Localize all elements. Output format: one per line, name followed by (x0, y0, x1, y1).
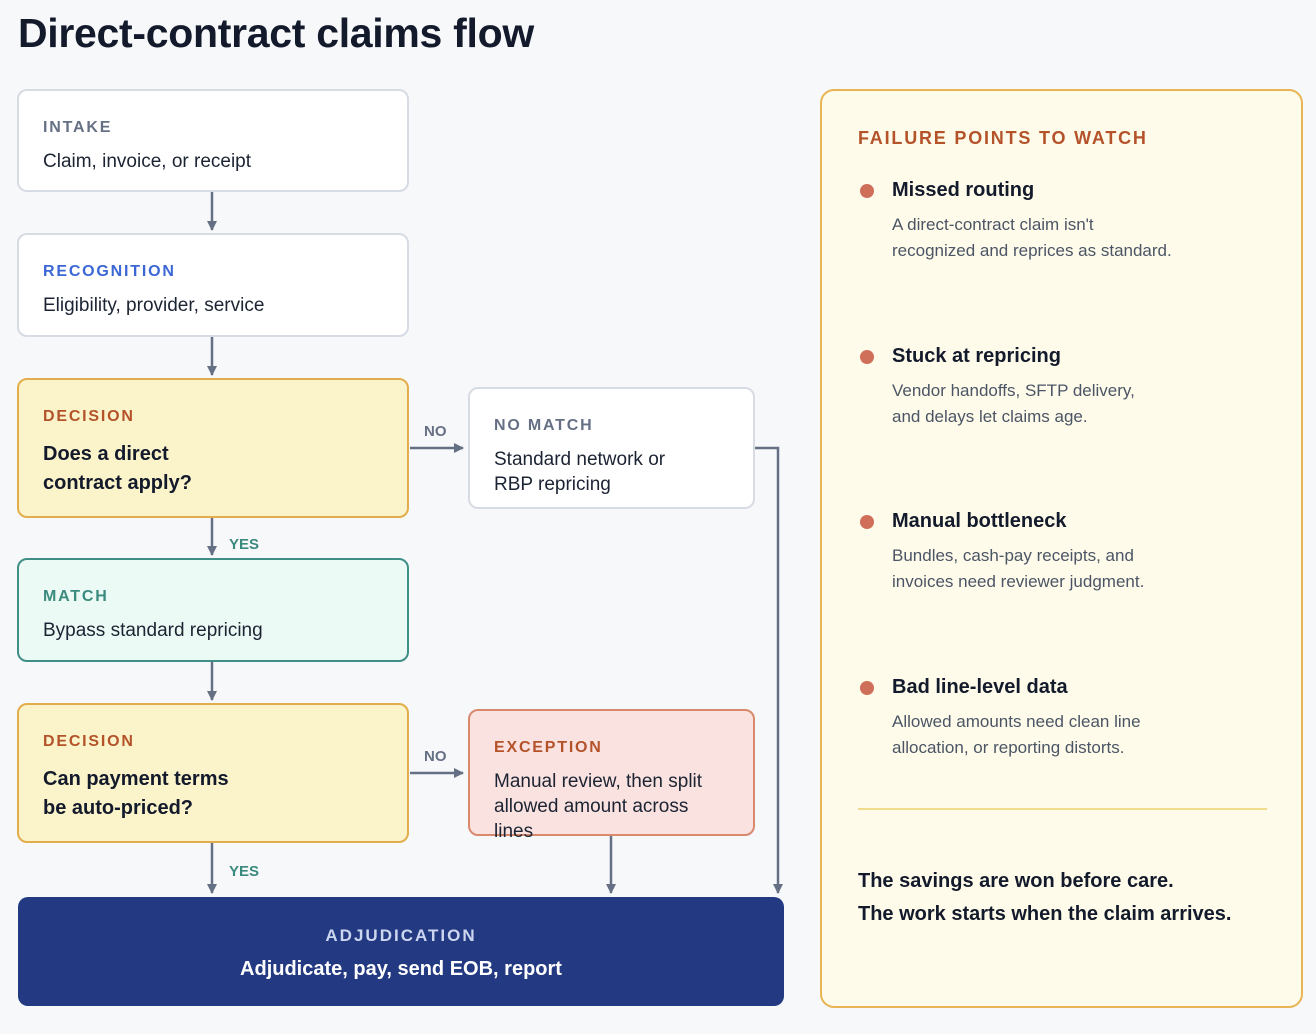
page-title: Direct-contract claims flow (18, 10, 534, 56)
failure-points-panel: FAILURE POINTS TO WATCH Missed routing A… (820, 89, 1303, 1008)
panel-heading: FAILURE POINTS TO WATCH (858, 128, 1148, 148)
decision-question: Can payment terms be auto-priced? (43, 768, 229, 819)
failure-point-desc: Bundles, cash-pay receipts, and invoices… (892, 546, 1145, 591)
arrow-nomatch-adjudication (755, 446, 783, 894)
adjudication-box: ADJUDICATION Adjudicate, pay, send EOB, … (18, 897, 784, 1006)
failure-point-title: Missed routing (892, 179, 1035, 201)
closing-line: The work starts when the claim arrives. (858, 903, 1232, 925)
decision-auto-priced: DECISION Can payment terms be auto-price… (17, 703, 409, 843)
no-label: NO (424, 748, 447, 765)
no-label: NO (424, 423, 447, 440)
failure-point-title: Bad line-level data (892, 676, 1068, 698)
bullet-dot-icon (860, 350, 874, 364)
match-box: MATCH Bypass standard repricing (17, 558, 409, 662)
failure-point-desc: A direct-contract claim isn't recognized… (892, 215, 1172, 260)
box-tag: RECOGNITION (43, 263, 176, 280)
box-text: Manual review, then split allowed amount… (494, 771, 703, 842)
closing-line: The savings are won before care. (858, 870, 1174, 892)
failure-point-item: Bad line-level data Allowed amounts need… (858, 676, 1278, 761)
box-tag: MATCH (43, 588, 109, 605)
bullet-dot-icon (860, 184, 874, 198)
failure-point-desc: Allowed amounts need clean line allocati… (892, 712, 1141, 757)
box-text: Standard network or RBP repricing (494, 449, 666, 495)
decision-direct-contract: DECISION Does a direct contract apply? (17, 378, 409, 518)
yes-label: YES (229, 863, 260, 880)
bullet-dot-icon (860, 681, 874, 695)
box-text: Adjudicate, pay, send EOB, report (240, 958, 562, 980)
box-tag: ADJUDICATION (325, 926, 477, 945)
failure-point-item: Missed routing A direct-contract claim i… (858, 179, 1278, 264)
box-tag: EXCEPTION (494, 739, 603, 756)
failure-point-title: Stuck at repricing (892, 345, 1061, 367)
decision-question: Does a direct contract apply? (43, 443, 192, 494)
box-text: Eligibility, provider, service (43, 295, 265, 316)
failure-point-desc: Vendor handoffs, SFTP delivery, and dela… (892, 381, 1135, 426)
failure-point-title: Manual bottleneck (892, 510, 1067, 532)
panel-divider (858, 808, 1267, 810)
box-tag: DECISION (43, 733, 135, 750)
exception-box: EXCEPTION Manual review, then split allo… (468, 709, 755, 842)
box-tag: DECISION (43, 408, 135, 425)
box-text: Claim, invoice, or receipt (43, 151, 252, 172)
intake-box: INTAKE Claim, invoice, or receipt (17, 89, 409, 192)
yes-label: YES (229, 536, 260, 553)
bullet-dot-icon (860, 515, 874, 529)
failure-point-item: Manual bottleneck Bundles, cash-pay rece… (858, 510, 1278, 595)
recognition-box: RECOGNITION Eligibility, provider, servi… (17, 233, 409, 337)
box-tag: NO MATCH (494, 417, 594, 434)
box-tag: INTAKE (43, 119, 113, 136)
no-match-box: NO MATCH Standard network or RBP reprici… (468, 387, 755, 509)
box-text: Bypass standard repricing (43, 620, 263, 641)
failure-point-item: Stuck at repricing Vendor handoffs, SFTP… (858, 345, 1278, 430)
